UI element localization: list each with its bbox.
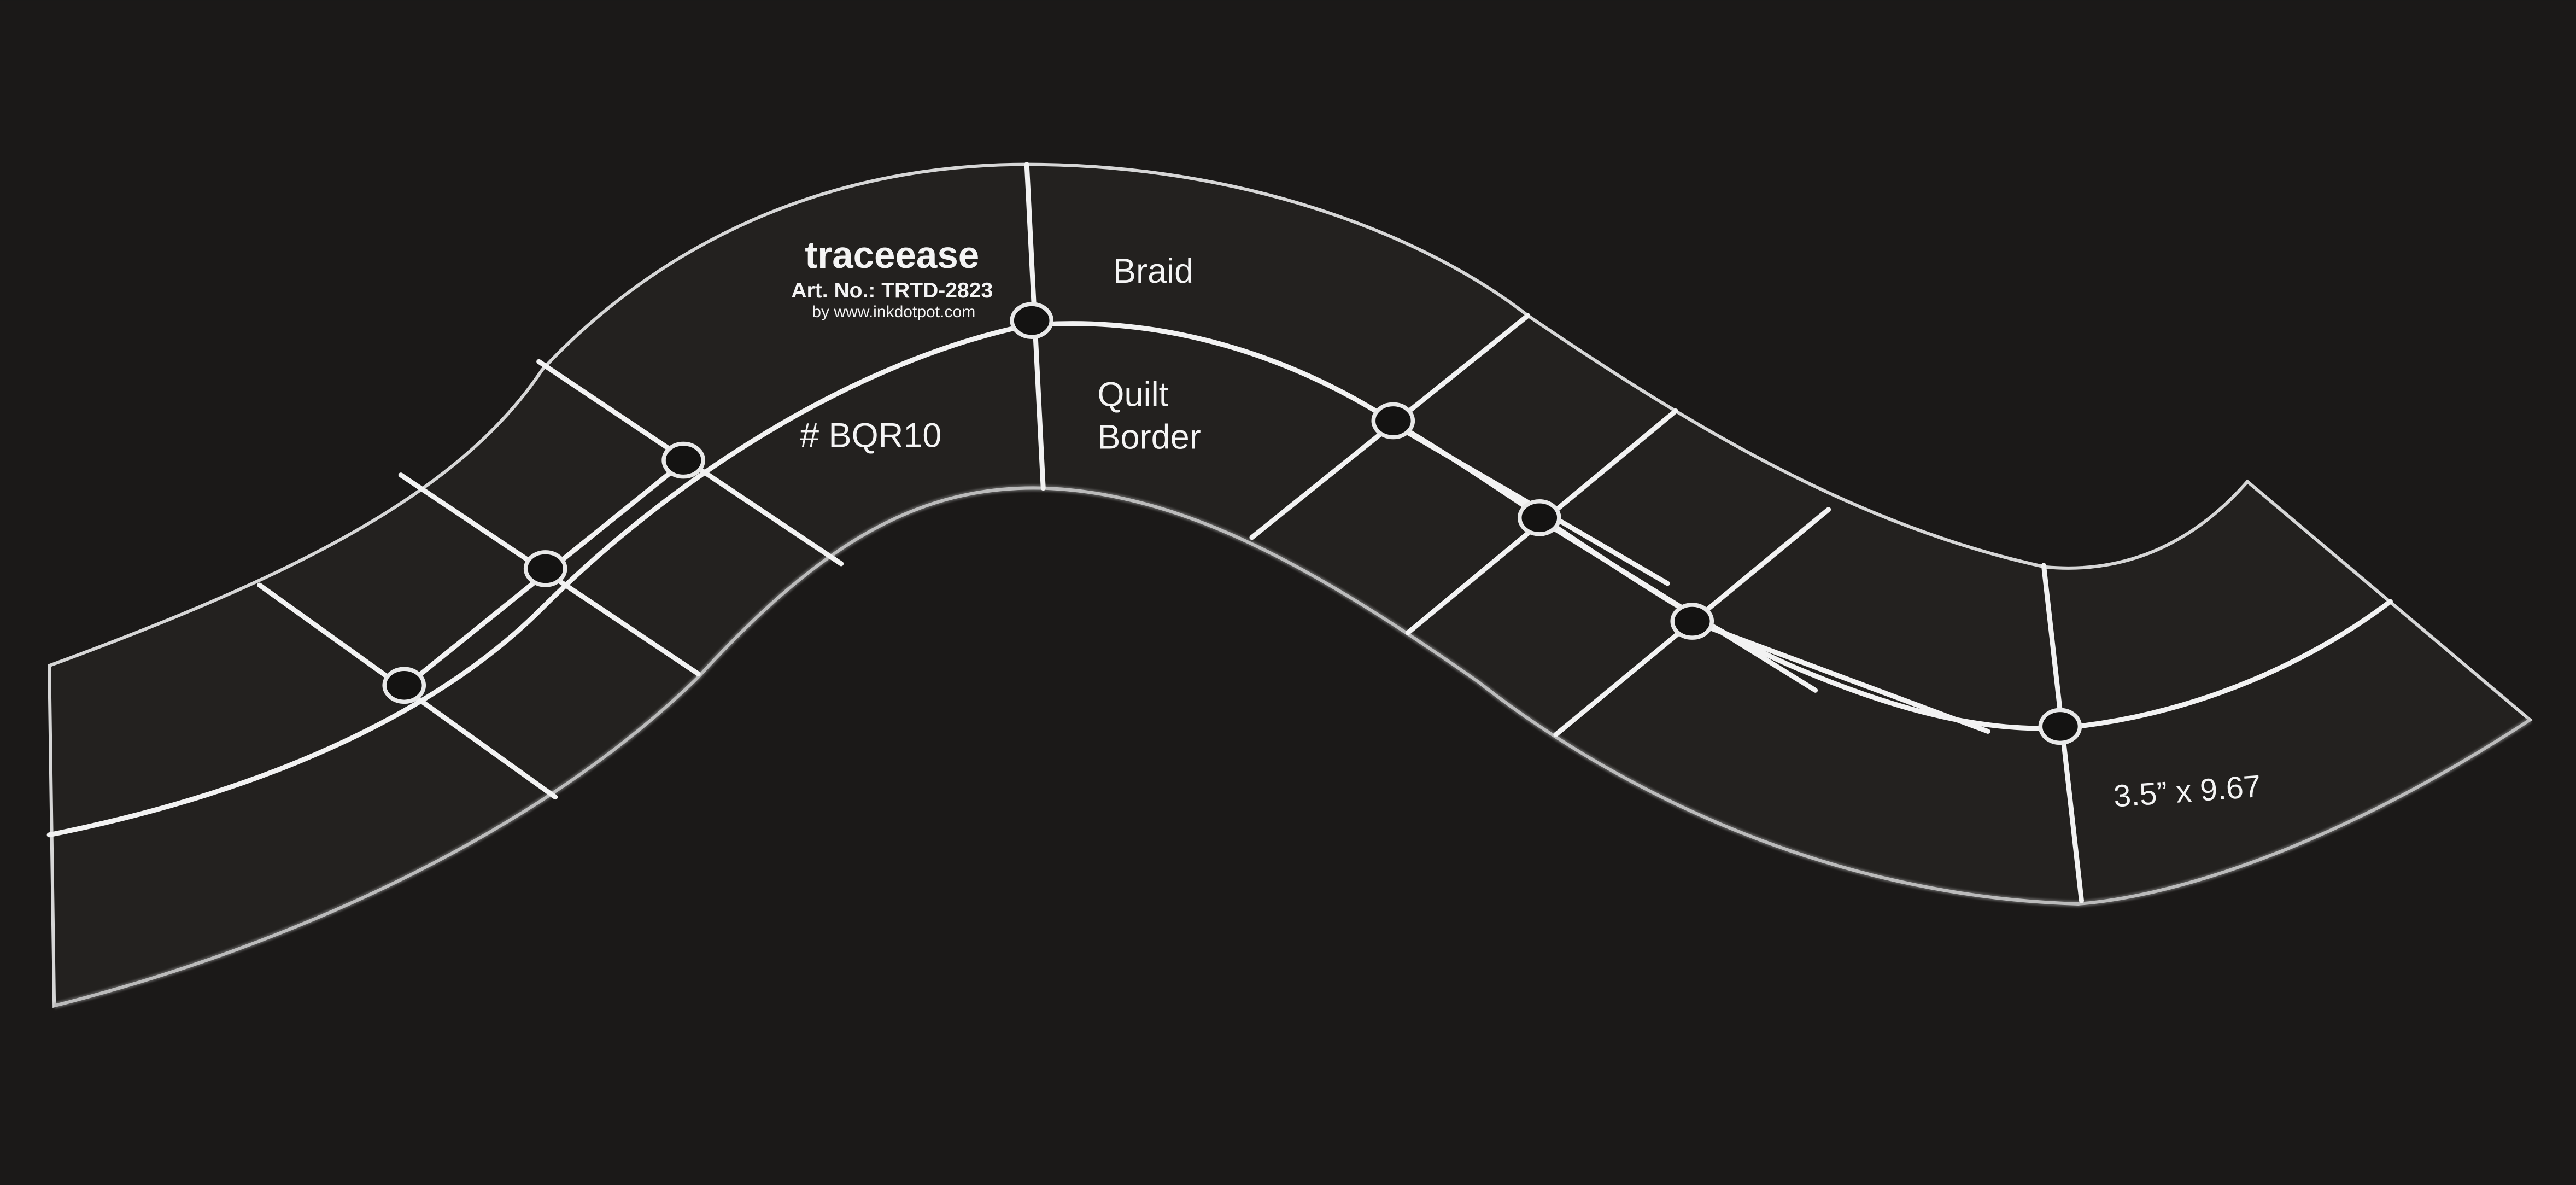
pivot-hole [661, 441, 705, 479]
pivot-hole [1371, 402, 1415, 440]
pivot-holes [382, 302, 2082, 745]
braid-line [1537, 517, 1818, 693]
template-edge-highlight [53, 484, 2532, 1009]
braid-line [1689, 618, 1990, 734]
pivot-hole [1670, 603, 1714, 640]
engraved-labels: traceease Art. No.: TRTD-2823 by www.ink… [791, 234, 2262, 814]
pattern-code-text: # BQR10 [800, 417, 942, 455]
pivot-hole [382, 667, 426, 704]
website-text: by www.inkdotpot.com [812, 303, 975, 321]
pivot-hole [1517, 499, 1561, 536]
brand-logo-text: traceease [805, 234, 979, 276]
use-line1-text: Quilt [1097, 375, 1168, 413]
pivot-hole [1010, 302, 1054, 339]
use-line2-text: Border [1097, 418, 1201, 457]
acrylic-template [48, 162, 2533, 1009]
pivot-hole [2038, 708, 2082, 745]
pattern-name-text: Braid [1113, 252, 1193, 290]
art-number-text: Art. No.: TRTD-2823 [791, 279, 993, 302]
pivot-hole [523, 550, 567, 587]
